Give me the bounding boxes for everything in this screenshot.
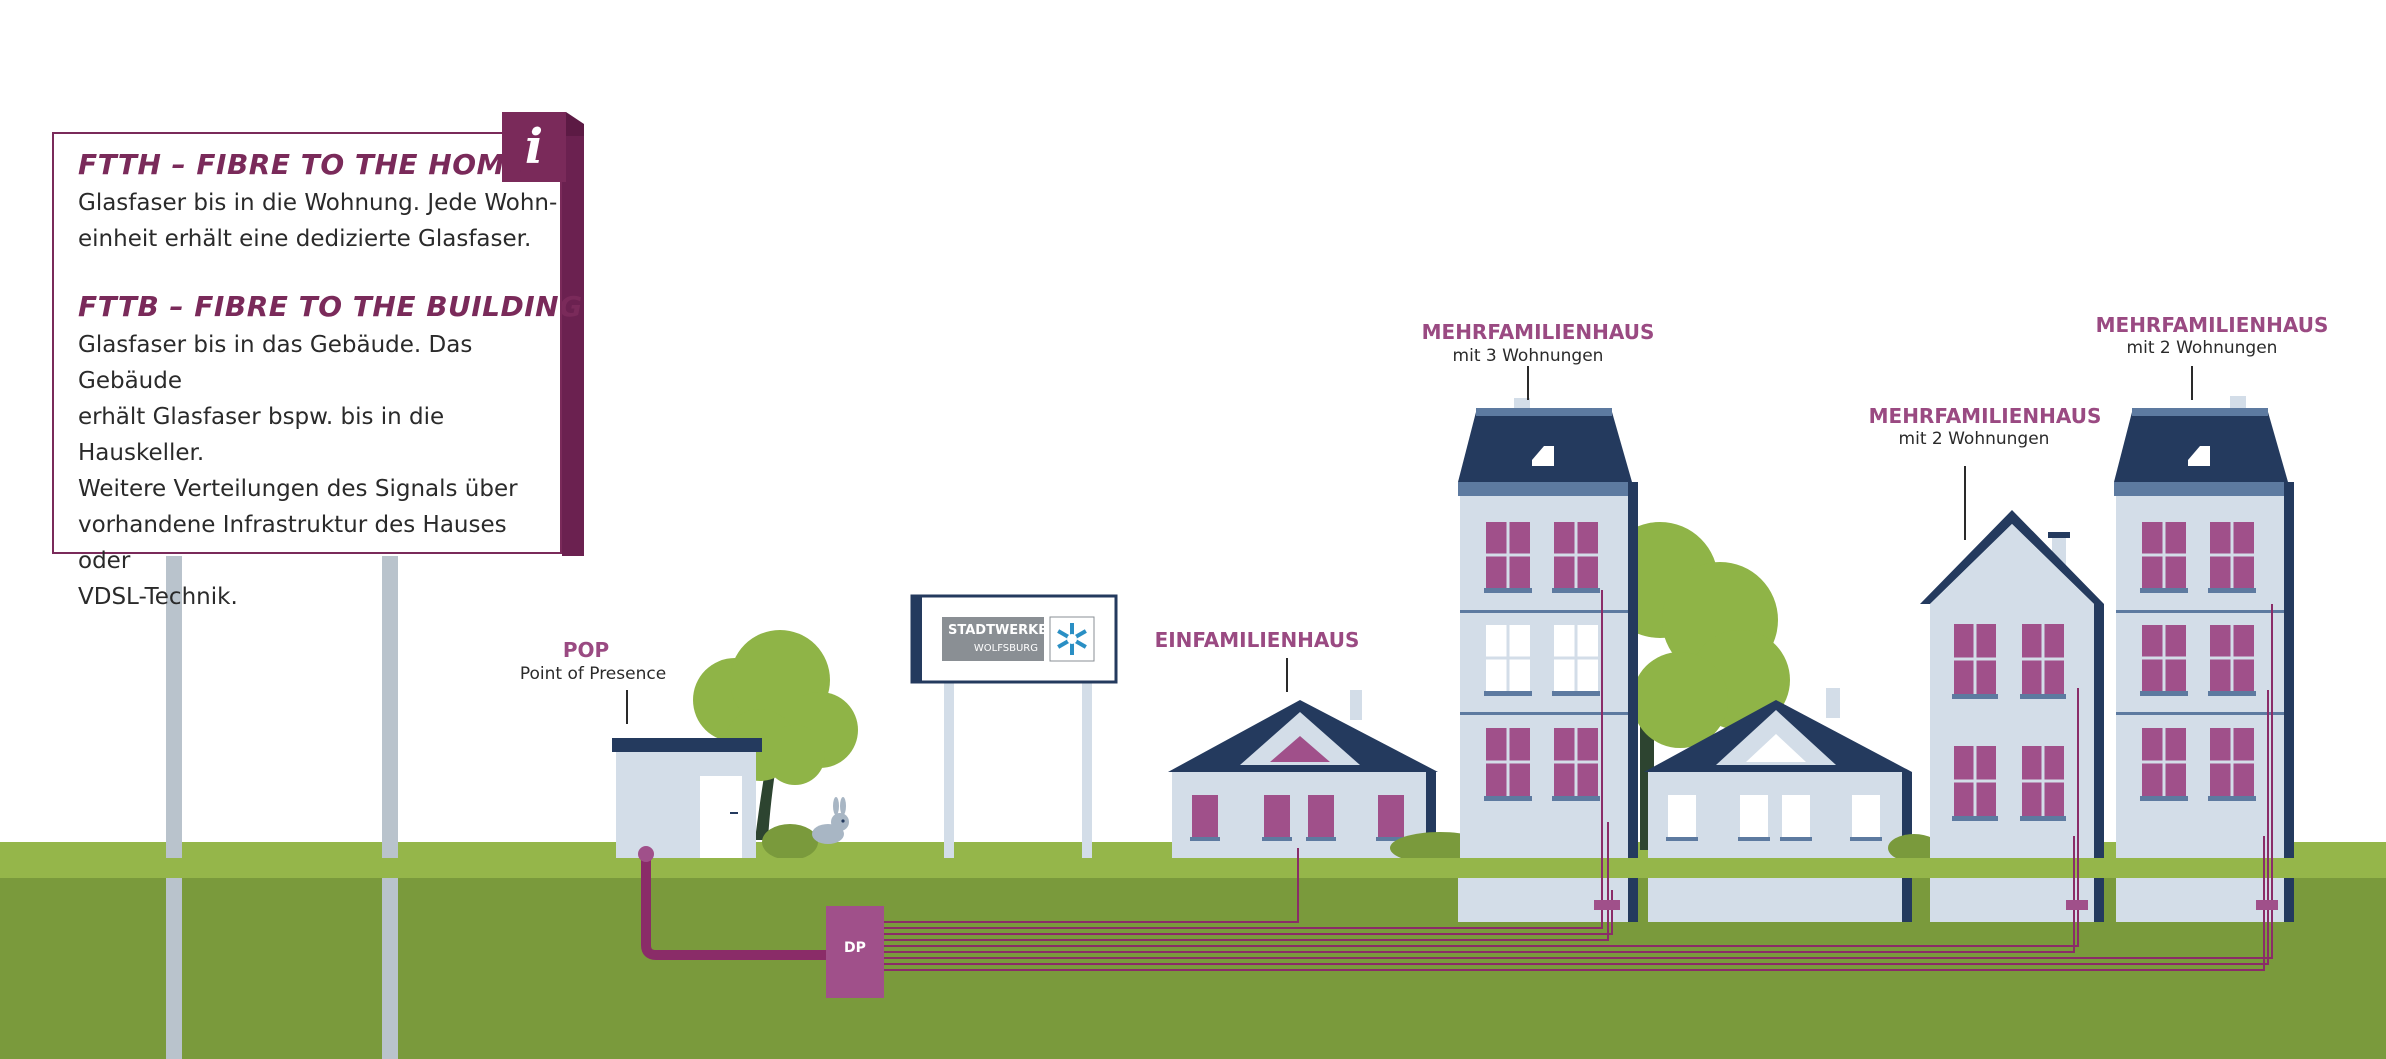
basements: [1458, 878, 2294, 922]
ein-label-line: [1286, 658, 1288, 692]
fibre-pop-to-dp: [641, 856, 826, 960]
info-sign-post-right: [382, 556, 398, 1059]
bush-pop: [762, 824, 818, 860]
stadtwerke-line-1: STADTWERKE: [948, 623, 1048, 638]
tree-middle: [1602, 522, 1790, 850]
mfh3-subtitle: mit 3 Wohnungen: [1452, 346, 1604, 366]
ftth-text: Glasfaser bis in die Wohnung. Jede Wohn-…: [78, 185, 558, 257]
einfamilienhaus-building: [1168, 690, 1438, 858]
mfh3-label-line: [1527, 366, 1529, 400]
info-sign-side: [562, 132, 584, 556]
fttb-line-3: Weitere Verteilungen des Signals über: [78, 476, 518, 502]
fttb-line-5: VDSL-Technik.: [78, 584, 238, 610]
fttb-text: Glasfaser bis in das Gebäude. Das Gebäud…: [78, 327, 558, 615]
info-sign-post-left: [166, 556, 182, 1059]
stadtwerke-line-2: WOLFSBURG: [973, 643, 1038, 654]
mfh2a-label-line: [1964, 466, 1966, 540]
info-icon: i: [502, 112, 566, 182]
ftth-line-1: Glasfaser bis in die Wohnung. Jede Wohn-: [78, 190, 558, 216]
bush-right: [1888, 834, 1940, 862]
rabbit: [812, 797, 849, 844]
grass-front-strip: [0, 858, 2386, 878]
mfh2b-building: [2114, 396, 2294, 858]
mfh2b-subtitle: mit 2 Wohnungen: [2126, 338, 2278, 358]
mfh2b-title: MEHRFAMILIENHAUS: [2095, 313, 2329, 337]
ftth-line-2: einheit erhält eine dedizierte Glasfaser…: [78, 226, 532, 252]
pop-title: POP: [562, 638, 610, 662]
mfh2b-label-line: [2191, 366, 2193, 400]
pop-building: [612, 738, 762, 858]
mfh2a-subtitle: mit 2 Wohnungen: [1898, 429, 2050, 449]
fttb-heading: FTTB – FIBRE TO THE BUILDING: [78, 290, 583, 323]
ftth-heading: FTTH – FIBRE TO THE HOME: [78, 148, 525, 181]
pop-fibre-node: [638, 846, 654, 862]
fttb-line-4: vorhandene Infrastruktur des Hauses oder: [78, 512, 507, 574]
mfh3-building: [1458, 398, 1638, 858]
small-house-2: [1644, 688, 1912, 858]
dp-label: DP: [844, 940, 866, 956]
einfamilienhaus-title: EINFAMILIENHAUS: [1154, 628, 1360, 652]
fibre-distribution: [884, 590, 2273, 971]
stadtwerke-logo: STADTWERKE WOLFSBURG: [942, 617, 1048, 661]
fttb-line-2: erhält Glasfaser bspw. bis in die Hauske…: [78, 404, 445, 466]
pop-label-line: [626, 690, 628, 724]
mfh2a-building: [1920, 510, 2104, 858]
fttb-line-1: Glasfaser bis in das Gebäude. Das Gebäud…: [78, 332, 473, 394]
info-sign-board: [52, 132, 562, 554]
junction-boxes: [1594, 900, 2278, 910]
pop-subtitle: Point of Presence: [519, 664, 667, 684]
mfh2a-title: MEHRFAMILIENHAUS: [1868, 404, 2102, 428]
mfh3-title: MEHRFAMILIENHAUS: [1421, 320, 1655, 344]
dp-box: [826, 906, 884, 998]
